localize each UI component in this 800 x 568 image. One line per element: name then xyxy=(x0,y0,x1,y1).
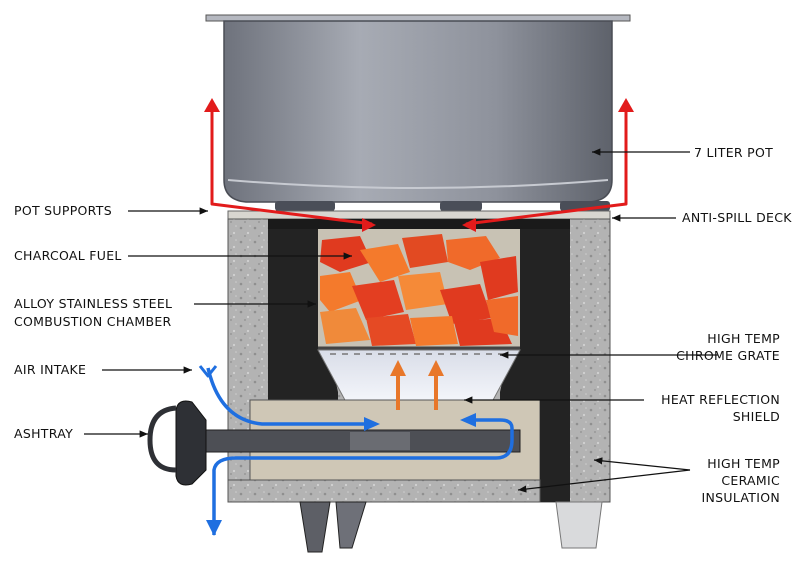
hot-air-flow xyxy=(204,98,634,232)
label-heat-shield-line2: SHIELD xyxy=(733,409,780,424)
ashtray xyxy=(147,400,521,486)
pot-supports xyxy=(275,201,610,211)
label-pot-supports: POT SUPPORTS xyxy=(14,203,112,218)
label-chamber-line1: ALLOY STAINLESS STEEL xyxy=(14,296,172,311)
stove-legs xyxy=(299,501,603,553)
leader-lines xyxy=(84,148,718,493)
labels: 7 LITER POT POT SUPPORTS ANTI-SPILL DECK… xyxy=(14,145,792,505)
label-pot: 7 LITER POT xyxy=(694,145,773,160)
chrome-grate xyxy=(318,346,520,355)
rising-heat-arrows xyxy=(390,360,444,410)
label-grate-line2: CHROME GRATE xyxy=(676,348,780,363)
label-grate-line1: HIGH TEMP xyxy=(707,331,780,346)
label-insulation-line3: INSULATION xyxy=(702,490,780,505)
label-anti-spill-deck: ANTI-SPILL DECK xyxy=(682,210,792,225)
label-chamber-line2: COMBUSTION CHAMBER xyxy=(14,314,172,329)
label-insulation-line1: HIGH TEMP xyxy=(707,456,780,471)
label-ashtray: ASHTRAY xyxy=(14,426,73,441)
label-insulation-line2: CERAMIC xyxy=(721,473,780,488)
pot xyxy=(205,14,631,203)
charcoal-pieces xyxy=(320,234,518,346)
label-charcoal-fuel: CHARCOAL FUEL xyxy=(14,248,122,263)
label-air-intake: AIR INTAKE xyxy=(14,362,86,377)
label-heat-shield-line1: HEAT REFLECTION xyxy=(661,392,780,407)
air-intake-flow xyxy=(198,365,514,536)
